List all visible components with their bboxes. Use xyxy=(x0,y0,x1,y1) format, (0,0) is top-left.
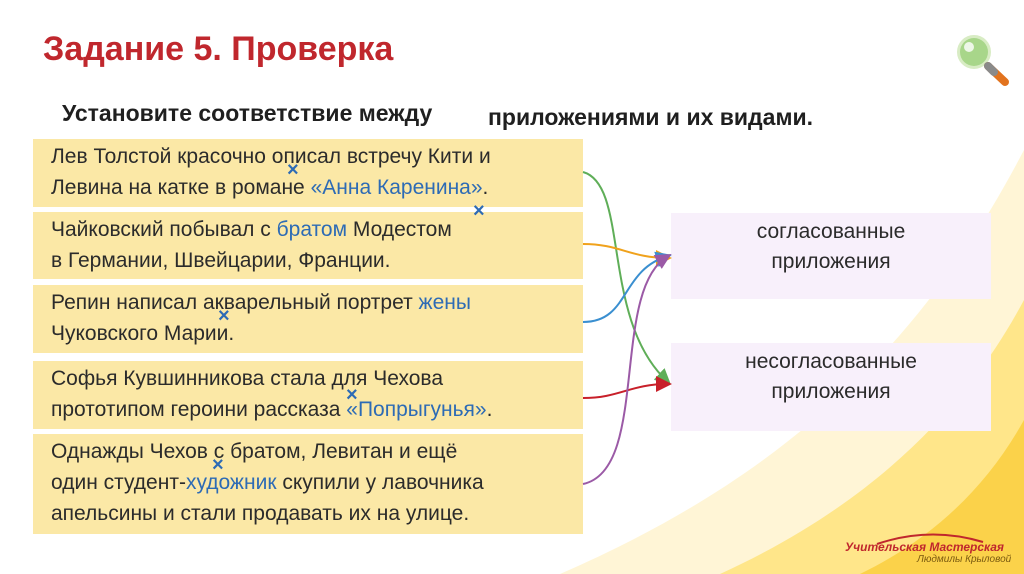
target-1-line-1: согласованные xyxy=(756,220,906,243)
card-5-line-2: один студент-художник скупили у лавочник… xyxy=(51,471,484,494)
statement-card-5[interactable]: Однажды Чехов с братом, Левитан и ещё од… xyxy=(33,434,583,534)
cross-mark-3: × xyxy=(218,305,230,327)
card-5-line-3: апельсины и стали продавать их на улице. xyxy=(51,502,470,525)
card-3-line-2: Чуковского Марии. xyxy=(51,322,235,345)
cross-mark-4: × xyxy=(346,384,358,406)
card-1-line-2: Левина на катке в романе «Анна Каренина»… xyxy=(51,176,489,199)
cross-mark-5: × xyxy=(212,454,224,476)
link-card-2-to-agreed xyxy=(582,243,672,266)
link-card-1-to-unagreed xyxy=(582,171,671,385)
card-4-line-1: Софья Кувшинникова стала для Чехова xyxy=(51,367,443,390)
statement-card-2[interactable]: Чайковский побывал с братом Модестом в Г… xyxy=(33,212,583,279)
card-3-highlight: жены xyxy=(418,291,471,314)
brand-arc-icon xyxy=(876,533,984,545)
card-2-line-2: в Германии, Швейцарии, Франции. xyxy=(51,249,391,272)
card-1-highlight: «Анна Каренина» xyxy=(310,176,483,199)
statement-card-1[interactable]: Лев Толстой красочно описал встречу Кити… xyxy=(33,139,583,207)
task-instruction-part2: приложениями и их видами. xyxy=(488,104,813,130)
task-instruction-part1: Установите соответствие между xyxy=(62,100,433,126)
link-card-4-to-unagreed xyxy=(582,376,672,399)
cross-mark-2: × xyxy=(473,200,485,222)
cross-mark-1: × xyxy=(287,159,299,181)
card-5-line-1: Однажды Чехов с братом, Левитан и ещё xyxy=(51,440,458,463)
page-title: Задание 5. Проверка xyxy=(43,30,394,68)
card-2-highlight: братом xyxy=(276,218,348,241)
statement-card-4[interactable]: Софья Кувшинникова стала для Чехова прот… xyxy=(33,361,583,429)
target-unagreed-appositions[interactable]: несогласованные приложения xyxy=(671,343,991,431)
link-card-5-to-agreed xyxy=(582,253,672,485)
card-2-line-1: Чайковский побывал с братом Модестом xyxy=(51,218,452,241)
magnifier-icon xyxy=(953,31,1009,86)
target-2-line-2: приложения xyxy=(771,380,891,403)
card-3-line-1: Репин написал акварельный портрет жены xyxy=(51,291,471,314)
target-2-line-1: несогласованные xyxy=(745,350,917,373)
card-1-line-1: Лев Толстой красочно описал встречу Кити… xyxy=(51,145,491,168)
target-1-line-2: приложения xyxy=(771,250,891,273)
card-4-highlight: «Попрыгунья» xyxy=(346,398,487,421)
brand-name: Учительская Мастерская xyxy=(845,540,1004,554)
brand-owner: Людмилы Крыловой xyxy=(917,554,1012,565)
card-4-line-2: прототипом героини рассказа «Попрыгунья»… xyxy=(51,398,493,421)
target-agreed-appositions[interactable]: согласованные приложения xyxy=(671,213,991,299)
card-5-highlight: художник xyxy=(185,471,277,494)
brand-logo: Учительская Мастерская Людмилы Крыловой xyxy=(845,532,1015,570)
statement-card-3[interactable]: Репин написал акварельный портрет жены Ч… xyxy=(33,285,583,353)
link-card-3-to-agreed xyxy=(582,251,672,323)
